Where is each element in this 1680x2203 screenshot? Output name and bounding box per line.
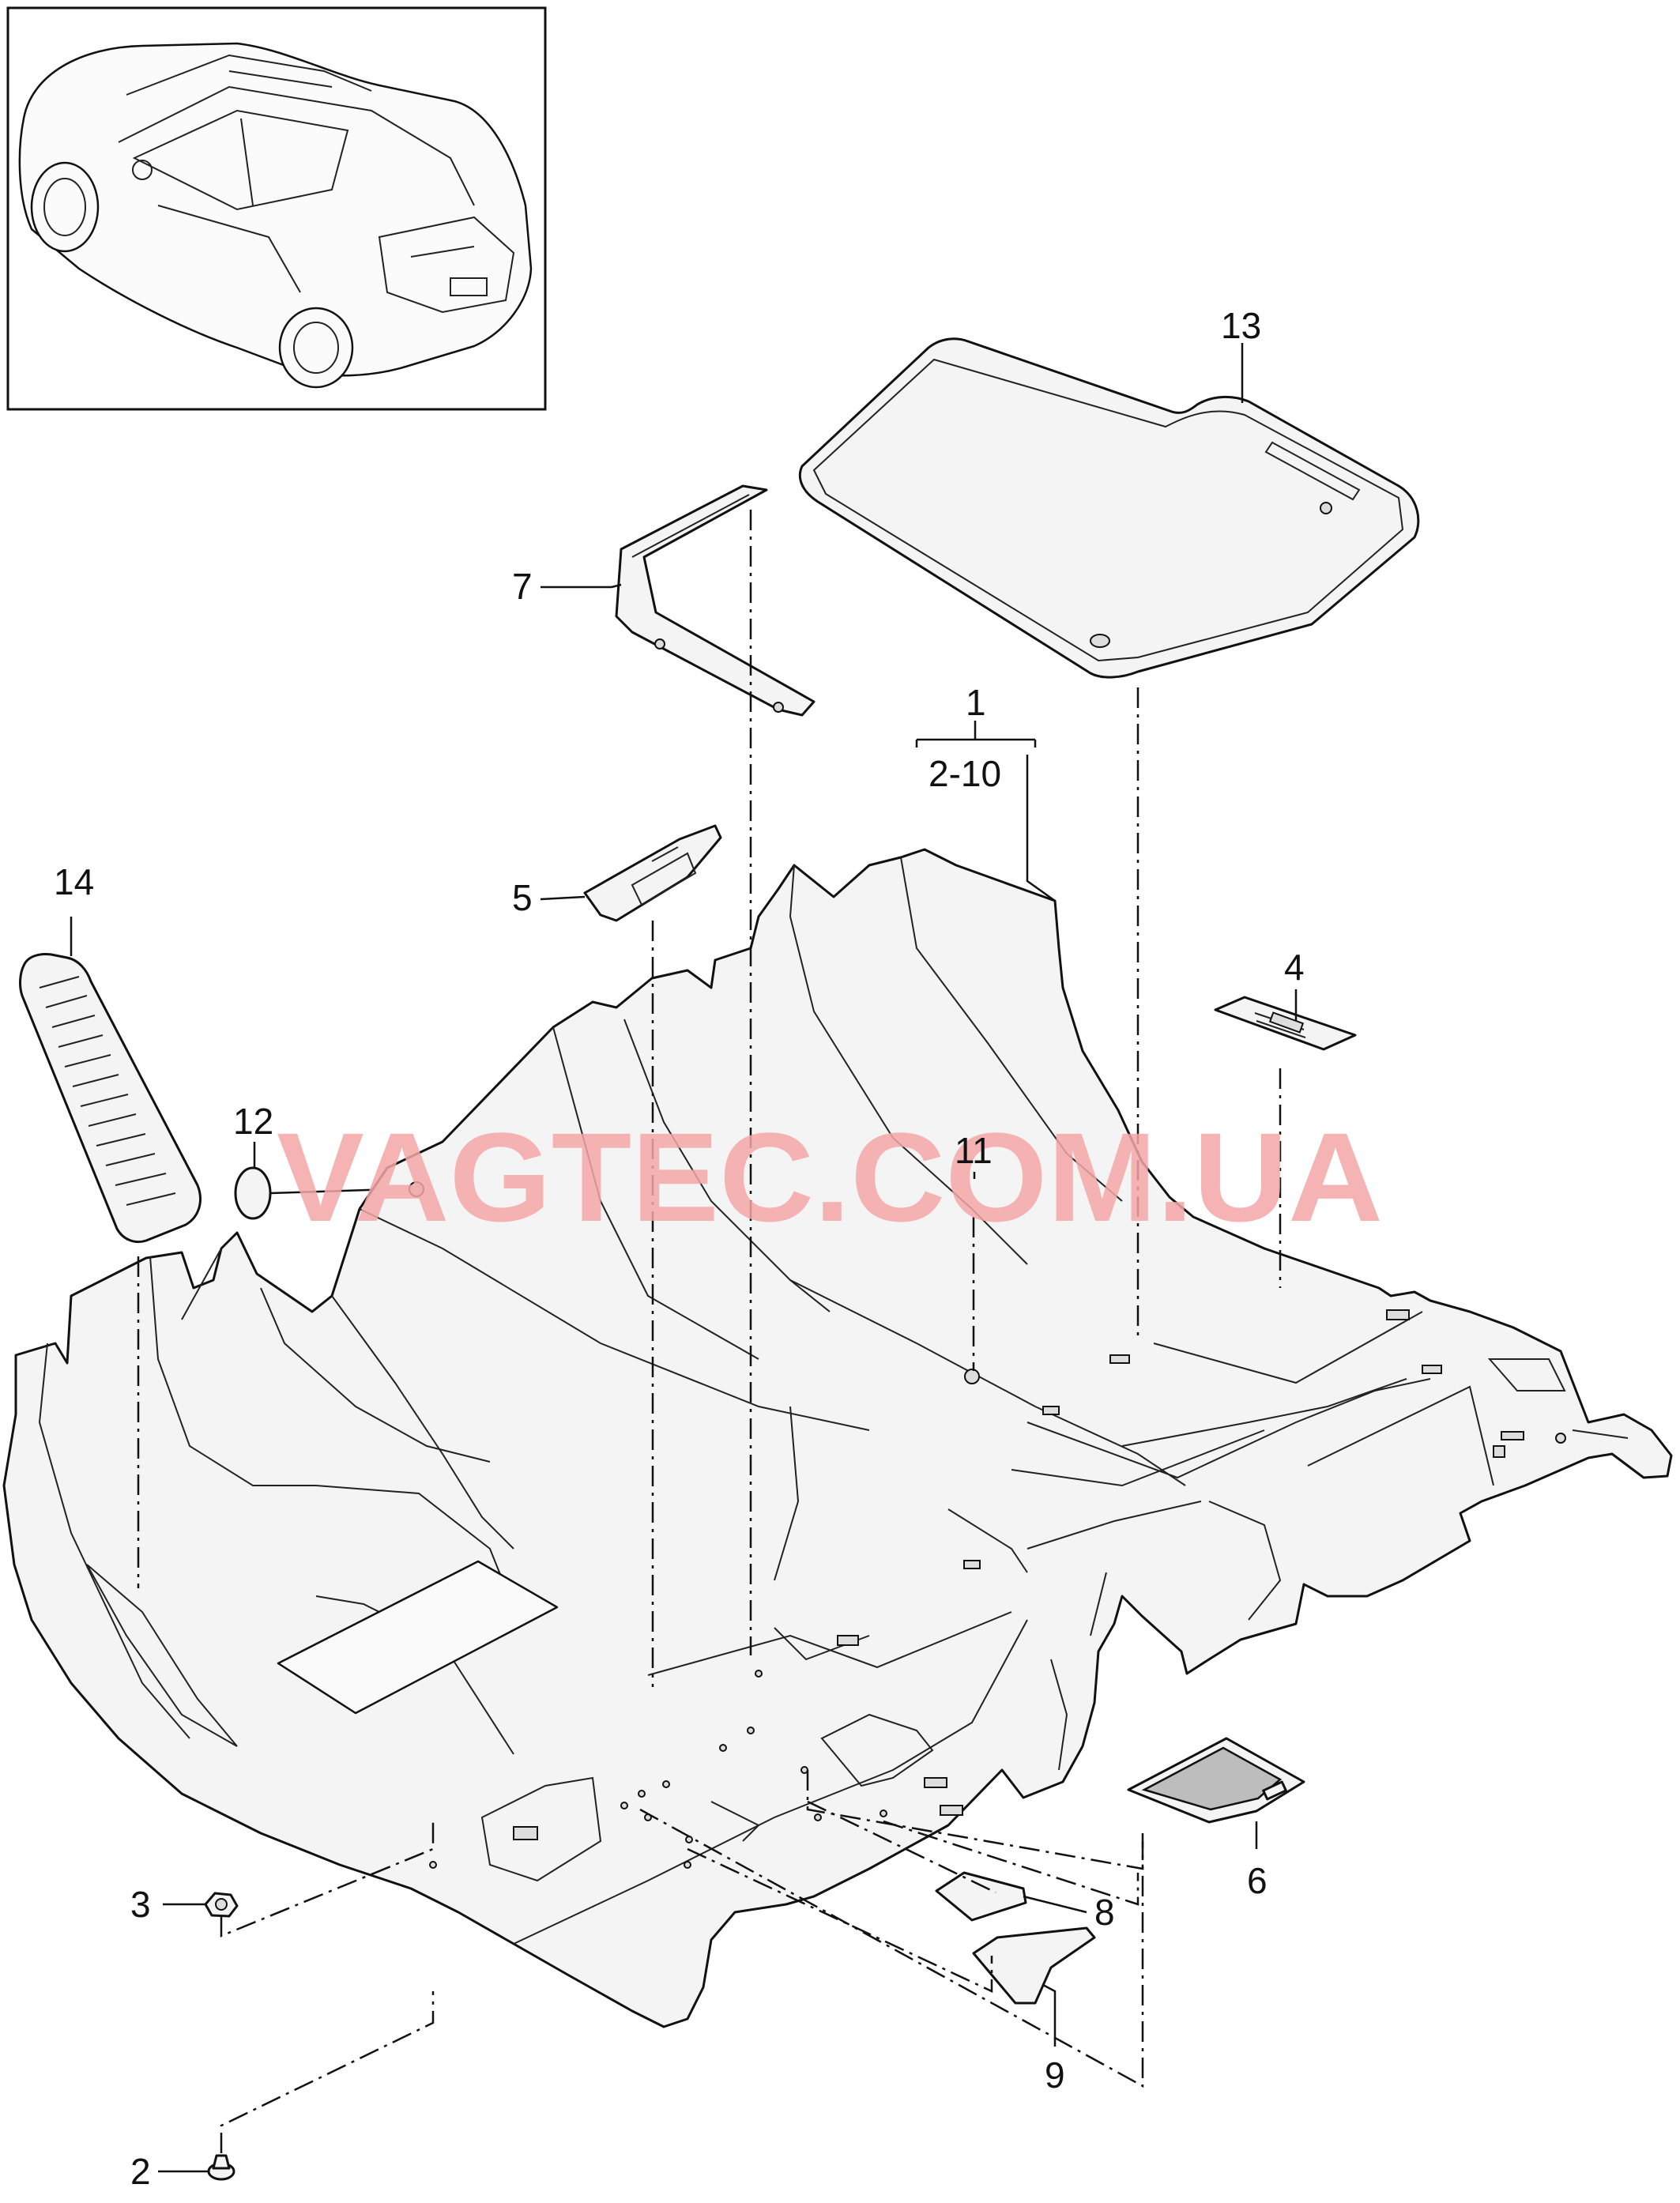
part-2-fastener — [207, 2154, 235, 2181]
callout-11: 11 — [955, 1130, 993, 1171]
watermark: VAGTEC.COM.UA — [277, 1106, 1383, 1248]
vehicle-overview-inset — [6, 6, 547, 411]
callout-6: 6 — [1247, 1860, 1268, 1901]
part-4-vent-grille — [1214, 996, 1357, 1051]
vehicle-illustration — [18, 42, 533, 389]
callout-2-10: 2-10 — [929, 753, 1001, 794]
part-14-footrest-pedal — [19, 953, 202, 1244]
callout-8: 8 — [1094, 1892, 1115, 1933]
part-6-mesh-panel — [1127, 1737, 1305, 1824]
callout-3: 3 — [130, 1884, 151, 1925]
part-9-pad — [972, 1926, 1096, 2005]
leader-lines — [70, 343, 1298, 2173]
assembly-lines — [137, 510, 1282, 2153]
callout-labels: 13 7 1 2-10 5 14 4 12 11 3 8 6 9 2 — [54, 305, 1305, 2192]
part-1-floor-carpet — [2, 848, 1673, 2028]
part-3-nut — [204, 1892, 239, 1918]
part-8-pad — [935, 1871, 1027, 1922]
callout-1: 1 — [966, 682, 986, 723]
callout-2: 2 — [130, 2151, 151, 2192]
part-13-floor-mat — [798, 337, 1420, 679]
callout-13: 13 — [1221, 305, 1261, 346]
pedal-ribs — [39, 976, 176, 1206]
callout-14: 14 — [54, 861, 94, 902]
callout-7: 7 — [512, 566, 533, 607]
part-7-trim-strip — [615, 484, 816, 717]
callout-4: 4 — [1284, 947, 1305, 988]
part-5-bracket — [583, 824, 722, 922]
callout-9: 9 — [1045, 2054, 1065, 2096]
callout-5: 5 — [512, 877, 533, 918]
callout-12: 12 — [233, 1101, 273, 1142]
